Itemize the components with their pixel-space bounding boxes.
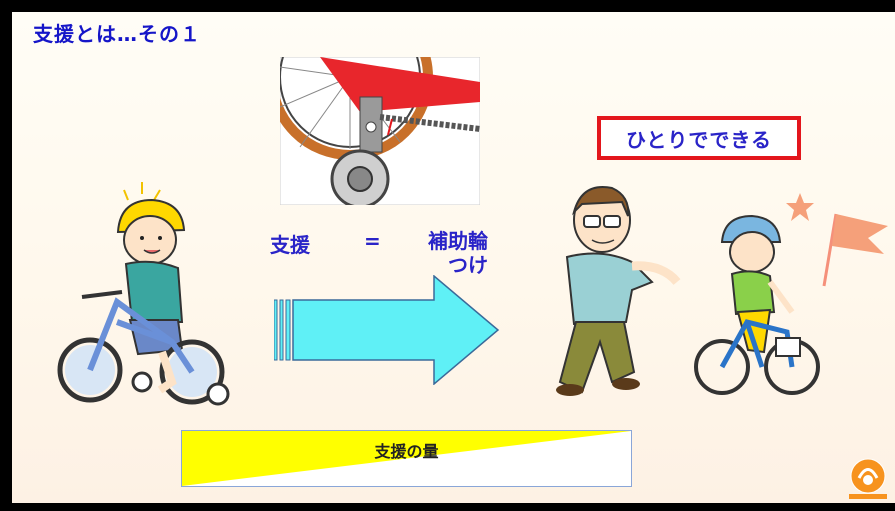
independent-label-box: ひとりでできる bbox=[597, 116, 801, 160]
slide: 支援とは…その１ 支援 = 補助輪 つけ bbox=[12, 12, 895, 503]
training-wheels-line1: 補助輪 bbox=[428, 229, 488, 253]
training-wheel-photo bbox=[280, 57, 480, 205]
star-icon bbox=[786, 193, 814, 221]
support-amount-wedge bbox=[181, 430, 632, 487]
support-amount-bar: 支援の量 bbox=[181, 430, 632, 487]
support-amount-label: 支援の量 bbox=[374, 442, 439, 461]
flag-icon bbox=[822, 213, 888, 287]
progress-arrow bbox=[274, 275, 500, 385]
training-wheels-label: 補助輪 つけ bbox=[408, 229, 488, 277]
child-on-bike-with-training-wheels-illustration bbox=[57, 182, 230, 406]
training-wheels-line2: つけ bbox=[448, 253, 488, 277]
logo-icon bbox=[849, 458, 887, 499]
slide-title: 支援とは…その１ bbox=[33, 22, 201, 46]
equals-sign: = bbox=[364, 229, 381, 253]
child-riding-independently-illustration bbox=[694, 214, 820, 395]
father-running-illustration bbox=[556, 186, 681, 396]
support-label: 支援 bbox=[270, 233, 310, 257]
